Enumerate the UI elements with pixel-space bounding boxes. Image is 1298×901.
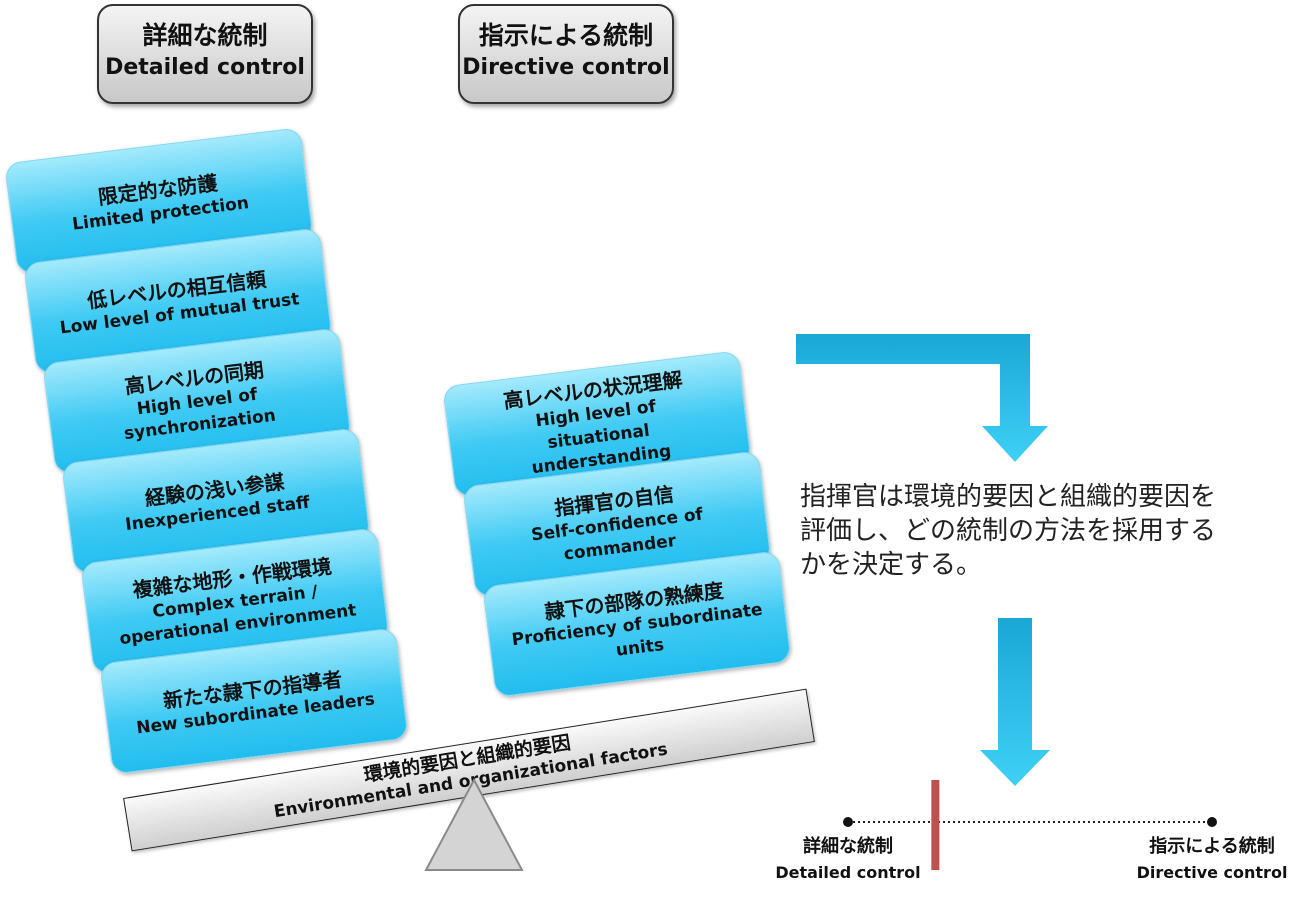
scale-right-en: Directive control <box>1136 863 1288 882</box>
scale-right-jp: 指示による統制 <box>1149 836 1275 857</box>
header-detailed-control: 詳細な統制 Detailed control <box>97 4 313 104</box>
header-directive-control: 指示による統制 Directive control <box>458 4 674 104</box>
header-directive-en: Directive control <box>462 55 670 80</box>
scale-left-jp: 詳細な統制 <box>803 836 893 857</box>
header-detailed-en: Detailed control <box>105 55 305 80</box>
control-scale <box>843 780 1217 870</box>
header-detailed-jp: 詳細な統制 <box>142 21 268 50</box>
scale-endpoint-right <box>1207 817 1217 827</box>
scale-marker <box>931 780 940 870</box>
scale-label-directive: 指示による統制 Directive control <box>1130 834 1294 886</box>
scale-label-detailed: 詳細な統制 Detailed control <box>768 834 928 886</box>
fulcrum-triangle-icon <box>424 778 524 871</box>
down-arrow-icon <box>980 618 1050 786</box>
decision-description: 指揮官は環境的要因と組織的要因を評価し、どの統制の方法を採用するかを決定する。 <box>800 482 1217 580</box>
scale-left-en: Detailed control <box>775 863 921 882</box>
scale-endpoint-left <box>843 817 853 827</box>
header-directive-jp: 指示による統制 <box>478 21 654 50</box>
bent-arrow-icon <box>796 334 1048 462</box>
